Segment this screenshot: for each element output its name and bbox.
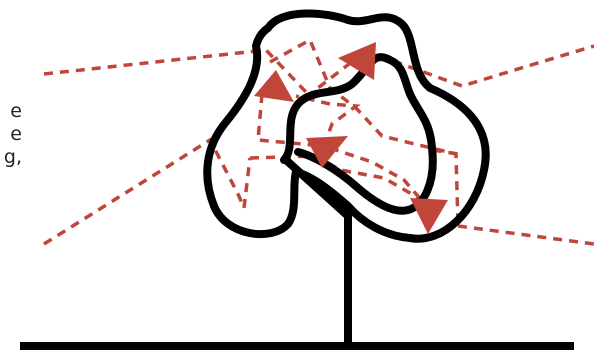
flow-line-left-branch	[44, 140, 250, 244]
flow-line-bottom-right	[458, 226, 594, 244]
tree-outline	[20, 13, 574, 346]
tree-inner-branch	[284, 57, 433, 211]
